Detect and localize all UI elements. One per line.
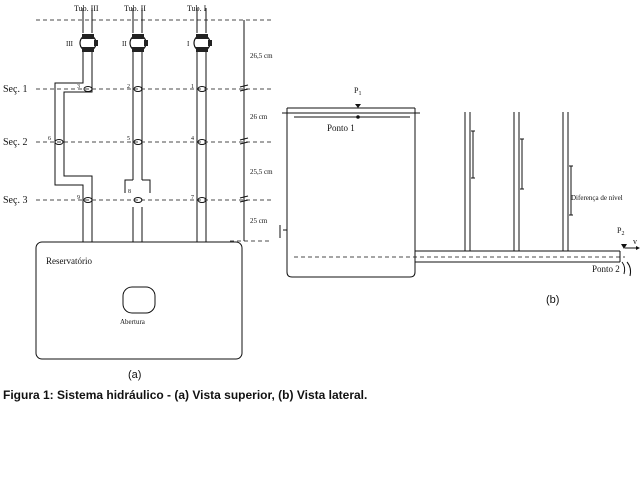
point-3-label: 3 [77,84,80,90]
point-8-label: 8 [128,189,131,195]
piezometer-tube-3 [562,112,573,251]
valve-1-label: I [187,40,190,48]
piezometer-tube-1 [464,112,475,251]
figure-caption: Figura 1: Sistema hidráulico - (a) Vista… [3,388,367,402]
p2-marker-icon [621,244,627,249]
reservoir-label: Reservatório [46,256,92,266]
dimension-25-5-label: 25,5 cm [250,168,273,176]
section-2-label: Seç. 2 [3,137,27,148]
p2-label: P2 [617,226,624,237]
point-4-label: 4 [191,136,194,142]
opening-icon [122,286,156,314]
valve-3-icon [79,34,98,52]
valve-2-icon [129,34,148,52]
point-2-label: Ponto 2 [592,264,620,274]
velocity-label: v [633,237,637,246]
dimension-26-label: 26 cm [250,113,268,121]
section-1-label: Seç. 1 [3,84,27,95]
outflow-jet [621,261,632,277]
point-2-label: 2 [127,84,130,90]
reservoir-box [35,241,243,360]
section-3-label: Seç. 3 [3,195,27,206]
level-difference-label: Diferença de nível [571,194,623,202]
piezometer-tube-2 [513,112,524,251]
valve-2-label: II [122,40,127,48]
tube-1 [196,8,207,242]
dimension-line [239,20,249,241]
point-1-label: 1 [191,84,194,90]
tube-2-label: Tub. II [124,4,146,13]
point-6-label: 6 [48,136,51,142]
p1-label: P1 [354,86,361,97]
tube-3-label: Tub. III [74,4,99,13]
tube-2 [124,8,151,242]
tank-outline [286,108,416,278]
dimension-26-5-label: 26,5 cm [250,52,273,60]
view-a-top-view: Tub. III Tub. II Tub. I [3,4,273,381]
opening-label: Abertura [120,318,146,326]
measurement-points [54,86,207,203]
p1-marker-icon [355,104,361,108]
view-a-label: (a) [128,369,141,381]
point-7-label: 7 [191,195,194,201]
valve-1-icon [193,34,212,52]
view-b-label: (b) [546,294,559,306]
point-9-label: 9 [77,195,80,201]
dimension-25-label: 25 cm [250,217,268,225]
view-b-side-view: P1 Ponto 1 Dife [279,86,640,306]
point-1-label: Ponto 1 [327,123,355,133]
point-1-marker [356,115,360,119]
point-5-label: 5 [127,136,130,142]
valve-3-label: III [66,40,74,48]
